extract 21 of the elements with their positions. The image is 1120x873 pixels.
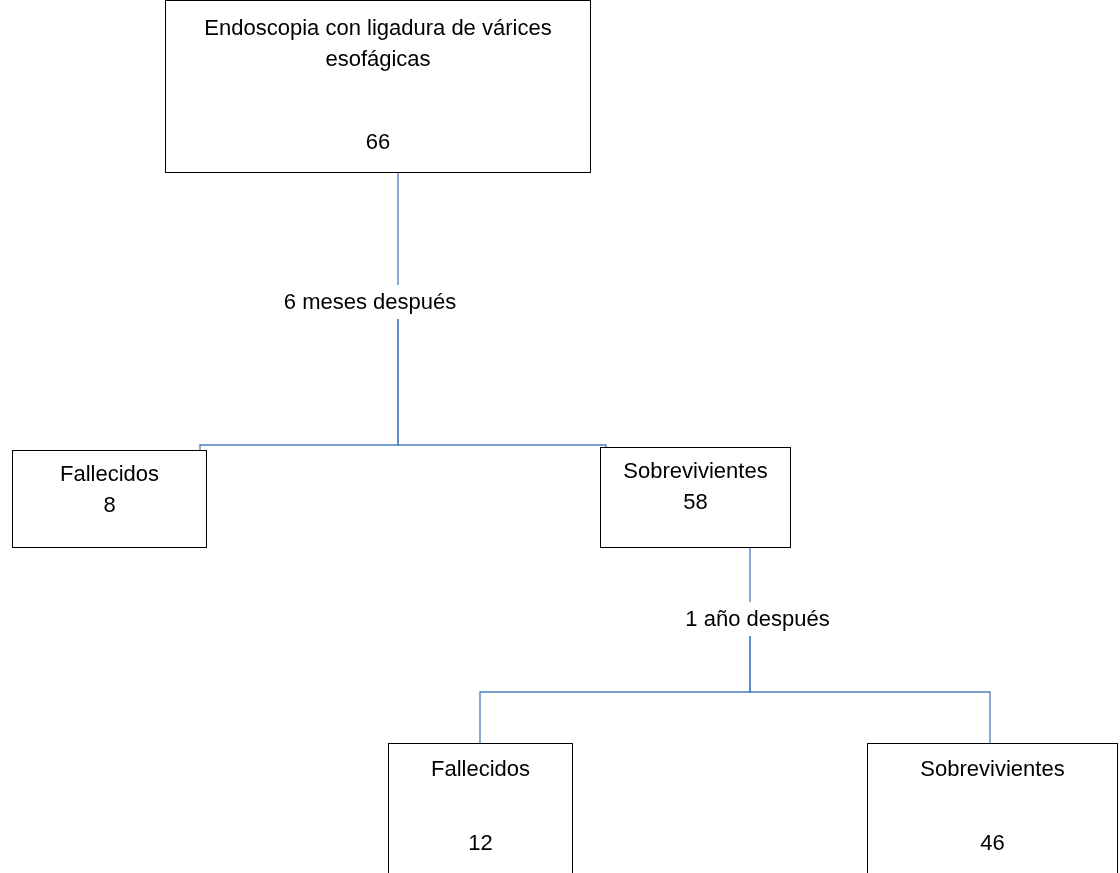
group-box <box>600 447 791 548</box>
connector-line <box>749 635 991 744</box>
node-label: Sobrevivientes <box>920 755 1065 783</box>
count-label: 12 <box>468 829 493 858</box>
group-box <box>12 450 207 548</box>
group-box <box>165 0 591 173</box>
group-box <box>388 743 573 873</box>
count-label: 66 <box>365 128 391 157</box>
count-label: 58 <box>683 487 708 516</box>
group-box <box>867 743 1118 873</box>
node-label: Endoscopia con ligadura de várices esofágicas <box>203 14 553 73</box>
node-label: Sobrevivientes <box>623 457 768 485</box>
count-label: 46 <box>980 829 1005 858</box>
node-label: Fallecidos <box>430 755 530 783</box>
node-label: Fallecidos <box>59 460 159 488</box>
interval-label: 6 meses después <box>283 287 457 316</box>
count-label: 8 <box>103 490 116 519</box>
connector-line <box>397 318 607 448</box>
connector-line <box>397 172 399 286</box>
interval-label: 1 año después <box>685 604 830 633</box>
connector-line <box>749 547 751 603</box>
